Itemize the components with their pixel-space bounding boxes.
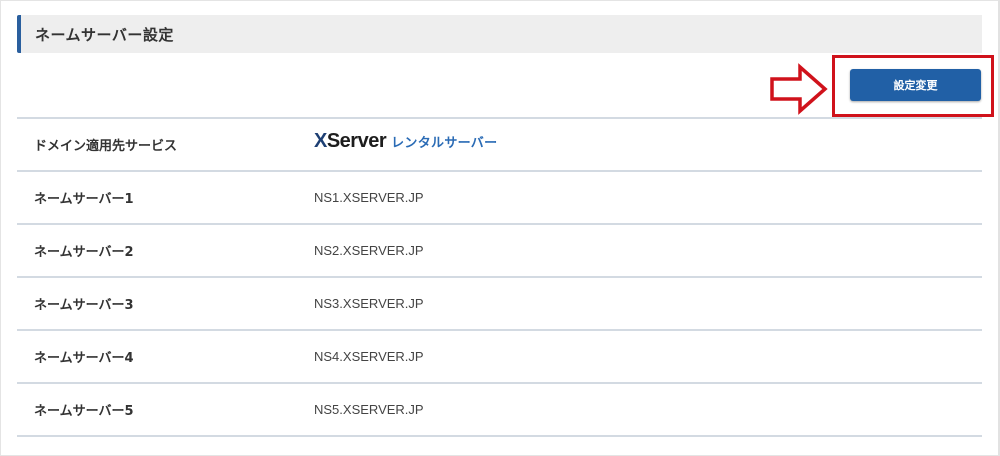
table-row-service: ドメイン適用先サービス XServer レンタルサーバー (17, 118, 982, 171)
row-label: ネームサーバー5 (34, 404, 134, 419)
row-label: ネームサーバー3 (34, 298, 134, 313)
logo-subtitle: レンタルサーバー (391, 136, 498, 151)
row-label: ネームサーバー1 (34, 192, 134, 207)
row-value: NS1.XSERVER.JP (314, 190, 424, 205)
row-value: NS4.XSERVER.JP (314, 349, 424, 364)
logo-brand-x: X (314, 130, 327, 152)
table-row-nameserver-5: ネームサーバー5 NS5.XSERVER.JP (17, 383, 982, 436)
table-row-nameserver-2: ネームサーバー2 NS2.XSERVER.JP (17, 224, 982, 277)
row-label: ネームサーバー2 (34, 245, 134, 260)
section-title: ネームサーバー設定 (35, 25, 174, 44)
row-value: NS3.XSERVER.JP (314, 296, 424, 311)
row-label: ネームサーバー4 (34, 351, 134, 366)
row-value: NS2.XSERVER.JP (314, 243, 424, 258)
xserver-rental-server-logo: XServer レンタルサーバー (314, 130, 497, 153)
row-label: ドメイン適用先サービス (34, 139, 178, 154)
section-header: ネームサーバー設定 (17, 15, 982, 53)
edit-settings-button[interactable]: 設定変更 (850, 69, 981, 101)
table-row-nameserver-3: ネームサーバー3 NS3.XSERVER.JP (17, 277, 982, 330)
logo-brand-rest: Server (326, 130, 387, 152)
table-row-nameserver-1: ネームサーバー1 NS1.XSERVER.JP (17, 171, 982, 224)
row-value: XServer レンタルサーバー (314, 118, 982, 171)
nameserver-settings-table: ドメイン適用先サービス XServer レンタルサーバー ネームサーバー1 NS… (17, 117, 982, 437)
row-value: NS5.XSERVER.JP (314, 402, 424, 417)
logo-brand: XServer (314, 130, 387, 153)
table-row-nameserver-4: ネームサーバー4 NS4.XSERVER.JP (17, 330, 982, 383)
action-row (17, 53, 982, 117)
